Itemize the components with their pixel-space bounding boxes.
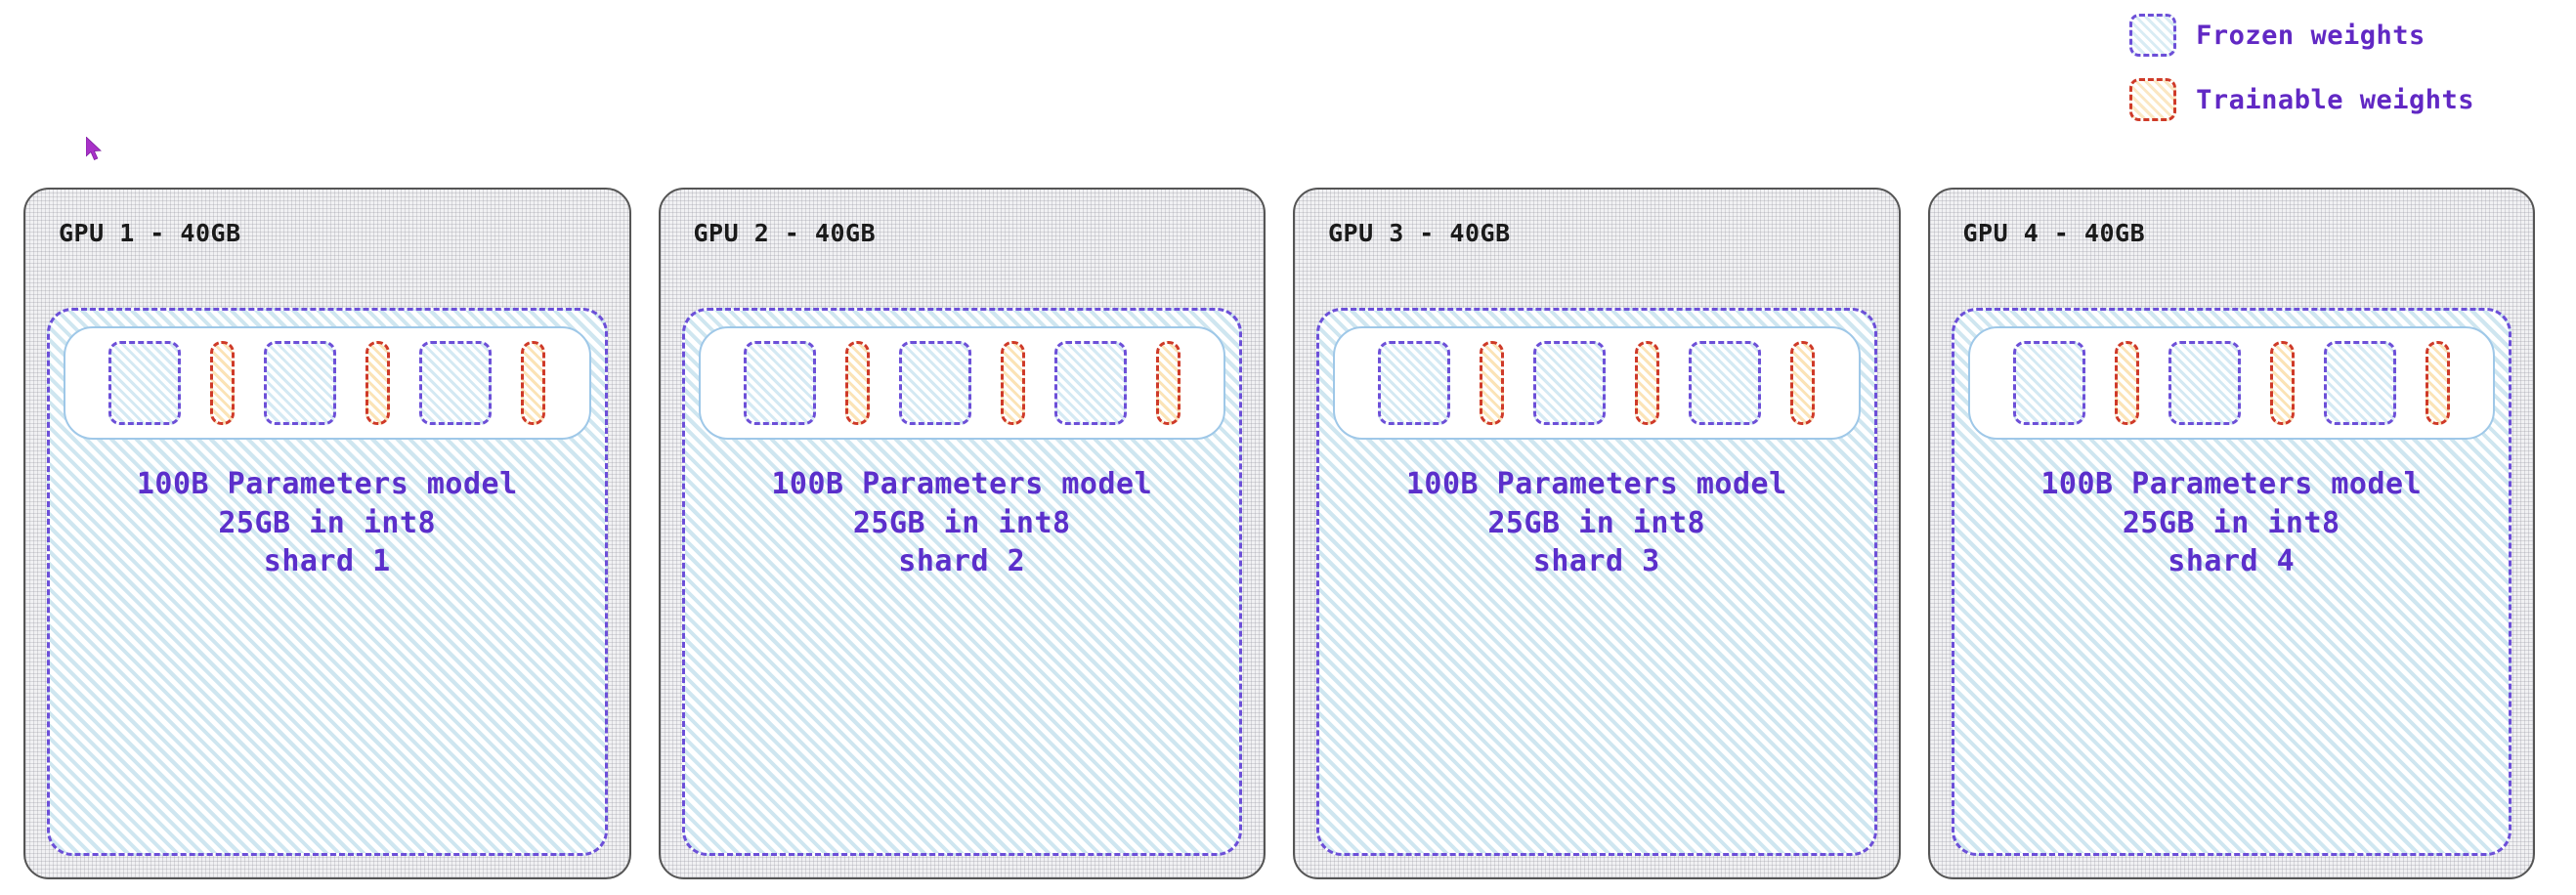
frozen-weight-block [419,341,493,425]
legend-item-trainable: Trainable weights [2129,78,2474,121]
shard-caption-line-3: shard 1 [263,544,391,579]
shard-caption-3: 100B Parameters model 25GB in int8 shard… [1333,465,1861,581]
gpu-title-3: GPU 3 - 40GB [1328,219,1511,247]
gpu-box-3: GPU 3 - 40GB 100B Parameters model 25GB … [1293,188,1901,879]
shard-caption-4: 100B Parameters model 25GB in int8 shard… [1968,465,2496,581]
gpu-box-1: GPU 1 - 40GB 100B Parameters model 25GB … [23,188,631,879]
legend-label-frozen: Frozen weights [2196,20,2426,51]
mouse-cursor-icon [86,137,102,161]
trainable-weight-block [2269,341,2295,425]
shard-caption-line-1: 100B Parameters model [136,467,518,501]
legend: Frozen weights Trainable weights [2129,14,2474,121]
frozen-weight-block [898,341,971,425]
frozen-weight-block [1533,341,1607,425]
model-shard-3: 100B Parameters model 25GB in int8 shard… [1316,308,1877,856]
frozen-weight-block [2323,341,2396,425]
legend-label-trainable: Trainable weights [2196,84,2474,115]
trainable-weight-block [1480,341,1505,425]
shard-caption-line-3: shard 4 [2168,544,2296,579]
trainable-weight-block [2114,341,2139,425]
layer-strip-1 [64,326,591,440]
gpu-box-2: GPU 2 - 40GB 100B Parameters model 25GB … [658,188,1266,879]
frozen-weight-block [2168,341,2241,425]
frozen-weight-block [1053,341,1127,425]
trainable-weight-block [210,341,236,425]
gpu-row: GPU 1 - 40GB 100B Parameters model 25GB … [23,188,2535,879]
frozen-weights-swatch-icon [2129,14,2177,57]
frozen-weight-block [2012,341,2085,425]
frozen-weight-block [264,341,337,425]
gpu-title-2: GPU 2 - 40GB [693,219,877,247]
shard-caption-line-1: 100B Parameters model [1405,467,1787,501]
trainable-weight-block [1155,341,1181,425]
shard-caption-line-3: shard 2 [898,544,1026,579]
frozen-weight-block [108,341,182,425]
shard-caption-1: 100B Parameters model 25GB in int8 shard… [64,465,591,581]
layer-strip-4 [1967,326,2495,440]
trainable-weight-block [2425,341,2450,425]
layer-strip-3 [1333,326,1861,440]
frozen-weight-block [1378,341,1451,425]
trainable-weight-block [1790,341,1816,425]
model-shard-4: 100B Parameters model 25GB in int8 shard… [1951,308,2512,856]
frozen-weight-block [1689,341,1762,425]
shard-caption-line-3: shard 3 [1532,544,1660,579]
gpu-box-4: GPU 4 - 40GB 100B Parameters model 25GB … [1927,188,2535,879]
shard-caption-line-2: 25GB in int8 [1487,505,1706,540]
trainable-weight-block [844,341,870,425]
legend-item-frozen: Frozen weights [2129,14,2426,57]
shard-caption-line-2: 25GB in int8 [218,505,437,540]
shard-caption-line-2: 25GB in int8 [2122,505,2340,540]
layer-strip-2 [698,326,1225,440]
shard-caption-line-1: 100B Parameters model [2040,467,2423,501]
shard-caption-line-1: 100B Parameters model [771,467,1153,501]
model-shard-1: 100B Parameters model 25GB in int8 shard… [47,308,608,856]
trainable-weight-block [1000,341,1025,425]
trainable-weight-block [365,341,391,425]
gpu-title-1: GPU 1 - 40GB [59,219,241,247]
trainable-weights-swatch-icon [2129,78,2177,121]
trainable-weight-block [521,341,546,425]
frozen-weight-block [743,341,816,425]
shard-caption-2: 100B Parameters model 25GB in int8 shard… [699,465,1226,581]
trainable-weight-block [1635,341,1660,425]
shard-caption-line-2: 25GB in int8 [852,505,1071,540]
model-shard-2: 100B Parameters model 25GB in int8 shard… [681,308,1242,856]
gpu-title-4: GPU 4 - 40GB [1962,219,2146,247]
